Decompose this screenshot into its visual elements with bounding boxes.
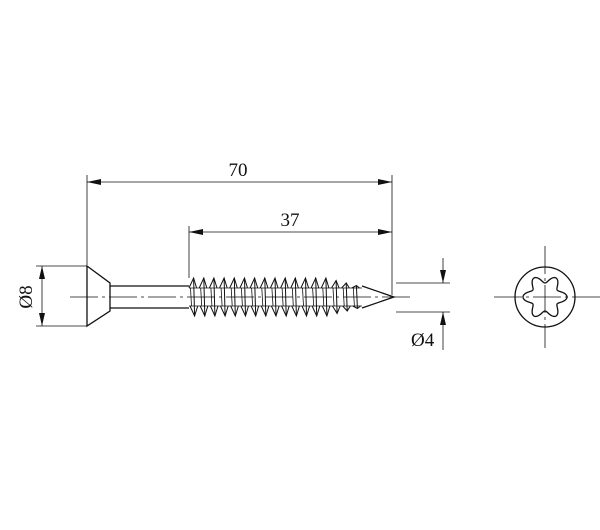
thread-crest-top	[259, 276, 269, 289]
thread-helix-line	[193, 277, 196, 317]
thread-crest-top	[300, 276, 310, 289]
thread-root-line	[261, 287, 264, 307]
thread-helix-line	[305, 277, 307, 317]
thread-crest-bottom	[332, 305, 341, 315]
arrowhead-right	[378, 229, 392, 235]
thread-root-line	[190, 287, 192, 307]
thread-crest-bottom	[250, 305, 260, 318]
arrowhead-top	[440, 270, 446, 283]
thread-crest-bottom	[291, 305, 300, 318]
thread-root-line	[291, 287, 294, 307]
thread-length-dimension: 37	[188, 210, 392, 278]
arrowhead-top	[39, 266, 45, 279]
thread-helix-line	[335, 280, 338, 314]
thread-helix-line	[294, 277, 297, 317]
thread-crest-top	[208, 276, 218, 289]
head-diameter-label: Ø8	[16, 285, 37, 308]
thread-root-line	[312, 287, 315, 307]
head-outline-circle	[514, 266, 576, 328]
thread-root-line	[241, 287, 243, 307]
thread-helix-line	[274, 277, 277, 317]
arrowhead-bottom	[440, 312, 446, 325]
thread-helix-line	[315, 277, 318, 317]
shank-diameter-label: Ø4	[411, 330, 435, 351]
thread-root-line	[200, 287, 203, 307]
shank-diameter-dimension: Ø4	[396, 258, 450, 351]
screw-side-view	[70, 264, 410, 328]
thread-root-line	[342, 287, 345, 307]
thread-crest-top	[249, 276, 259, 289]
drive-end-view	[494, 246, 600, 348]
thread-helix-line	[284, 277, 287, 317]
thread-crest-bottom	[270, 305, 280, 318]
thread-root-line	[322, 287, 325, 307]
thread-crest-bottom	[230, 305, 239, 318]
threaded-section	[188, 276, 362, 318]
total-length-dimension: 70	[86, 160, 393, 295]
head-diameter-dimension: Ø8	[16, 265, 87, 327]
thread-crest-top	[320, 276, 330, 289]
thread-crest-top	[280, 276, 289, 289]
thread-crest-top	[219, 276, 228, 289]
thread-crest-top	[269, 276, 279, 289]
thread-crest-top	[331, 279, 340, 289]
thread-crest-bottom	[342, 305, 351, 312]
thread-helix-line	[233, 277, 236, 317]
thread-root-line	[251, 287, 253, 307]
thread-root-line	[220, 287, 223, 307]
thread-root-line	[271, 287, 274, 307]
thread-root-line	[210, 287, 213, 307]
thread-helix-line	[345, 282, 348, 312]
thread-helix-line	[325, 277, 328, 317]
thread-crest-top	[341, 282, 350, 289]
thread-crest-top	[239, 276, 248, 289]
arrowhead-left	[189, 229, 203, 235]
thread-crest-top	[198, 276, 208, 289]
thread-crest-bottom	[189, 305, 199, 318]
thread-helix-line	[203, 277, 206, 317]
thread-root-line	[281, 287, 284, 307]
thread-root-line	[230, 287, 233, 307]
thread-length-label: 37	[281, 210, 300, 231]
thread-crest-bottom	[321, 305, 331, 318]
thread-root-line	[332, 287, 335, 307]
arrowhead-right	[378, 179, 392, 185]
thread-crest-top	[290, 276, 299, 289]
arrowhead-left	[87, 179, 101, 185]
thread-crest-top	[229, 276, 238, 289]
thread-crest-bottom	[240, 305, 249, 318]
arrowhead-bottom	[39, 313, 45, 326]
countersunk-head	[86, 264, 111, 328]
thread-root-line	[352, 287, 355, 307]
thread-crest-top	[188, 276, 198, 289]
thread-helix-line	[264, 277, 267, 317]
thread-crest-top	[310, 276, 320, 289]
screw-tip	[361, 285, 396, 309]
thread-crest-bottom	[220, 305, 229, 318]
thread-helix-line	[244, 277, 246, 317]
hexalobular-drive-icon	[522, 276, 568, 318]
thread-crest-bottom	[311, 305, 321, 318]
total-length-label: 70	[229, 160, 248, 181]
thread-helix-line	[213, 277, 216, 317]
thread-helix-line	[223, 277, 226, 317]
thread-helix-line	[355, 285, 358, 309]
thread-root-line	[302, 287, 304, 307]
thread-helix-line	[254, 277, 257, 317]
thread-crest-bottom	[199, 305, 209, 318]
thread-crest-bottom	[281, 305, 290, 318]
